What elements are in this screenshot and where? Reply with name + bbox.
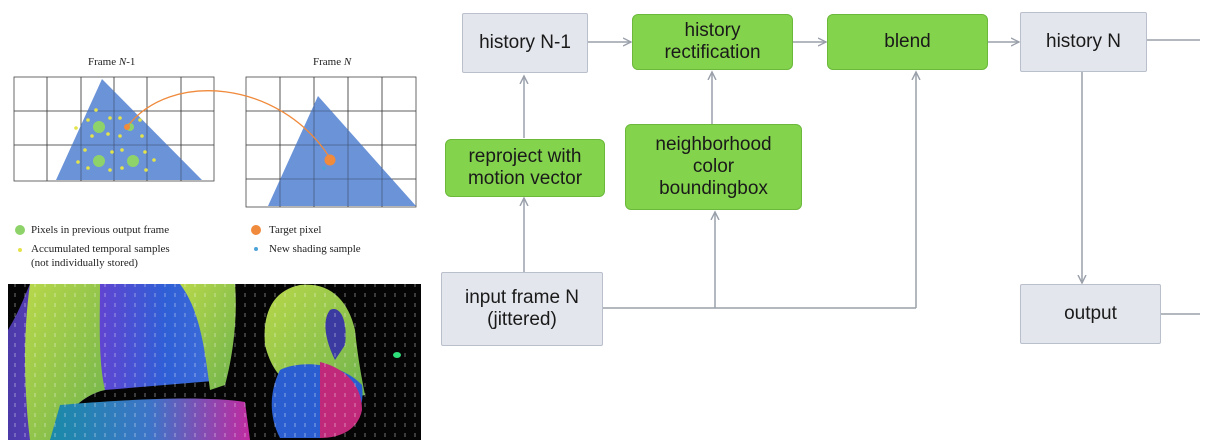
motion-vector-image: [8, 284, 421, 440]
target-pixel: [324, 154, 336, 166]
pixel-dot: [93, 155, 105, 167]
pixel-dot: [93, 121, 105, 133]
motion-arc: [126, 90, 331, 159]
grid-frame-prev-over: [14, 77, 214, 181]
legend-pixels-prev: Pixels in previous output frame: [31, 224, 170, 236]
history-rectification-box: history rectification: [632, 14, 793, 70]
green-marker: [393, 352, 401, 358]
legend-pixel-dot: [15, 225, 25, 235]
legend-accumulated-1: Accumulated temporal samples: [31, 243, 170, 255]
legend-accumulated-2: (not individually stored): [31, 257, 138, 269]
reproject-box: reproject with motion vector: [445, 139, 605, 197]
legend-new-dot: [254, 247, 258, 251]
input-frame-box: input frame N (jittered): [441, 272, 603, 346]
flow-connectors: [524, 40, 1200, 315]
grid-frame-cur-over: [246, 77, 416, 207]
legend-target-dot: [251, 225, 261, 235]
history-next-box: history N: [1020, 12, 1147, 72]
history-prev-box: history N-1: [462, 13, 588, 73]
triangle-frame-cur: [268, 96, 416, 206]
legend-target-pixel: Target pixel: [269, 224, 322, 236]
frame-prev-title: Frame N-1: [88, 56, 136, 68]
new-sample: [322, 166, 326, 170]
legend-new-sample: New shading sample: [269, 243, 361, 255]
frame-cur-title: Frame N: [313, 56, 352, 68]
accumulated-samples: [74, 108, 156, 172]
bounding-box: neighborhood color boundingbox: [625, 124, 802, 210]
blend-box: blend: [827, 14, 988, 70]
pixel-dot: [127, 155, 139, 167]
legend-accum-dot: [18, 248, 22, 252]
output-box: output: [1020, 284, 1161, 344]
